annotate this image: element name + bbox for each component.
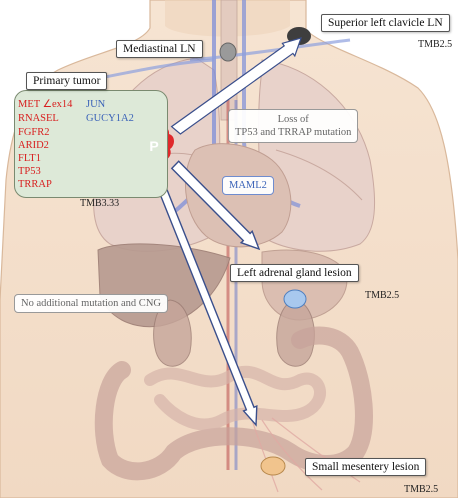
gene-arid2: ARID2 [18,140,49,151]
gene-trrap: TRRAP [18,179,52,190]
mediastinal-ln-label: Mediastinal LN [116,40,203,58]
gene-rnasel: RNASEL [18,113,59,124]
loss-mutation-note: Loss of TP53 and TRRAP mutation [228,109,358,143]
mesentery-lesion [261,457,285,475]
primary-tumor-label: Primary tumor [26,72,107,90]
mesentery-lesion-label: Small mesentery lesion [305,458,426,476]
gene-tp53: TP53 [18,166,41,177]
mediastinal-ln-node [220,43,236,61]
adrenal-lesion-label: Left adrenal gland lesion [230,264,359,282]
superior-clavicle-ln-label: Superior left clavicle LN [321,14,450,32]
gene-fgfr2: FGFR2 [18,127,50,138]
mesentery-tmb: TMB2.5 [404,484,438,495]
gene-gucy1a2: GUCY1A2 [86,113,134,124]
gene-jun: JUN [86,99,105,110]
gene-met-ex14: MET ∠ex14 [18,99,72,110]
adrenal-tmb: TMB2.5 [365,290,399,301]
maml2-note: MAML2 [222,176,274,195]
superior-tmb: TMB2.5 [418,39,452,50]
no-additional-note: No additional mutation and CNG [14,294,168,313]
primary-tmb: TMB3.33 [80,198,119,209]
loss-note-line1: Loss of [235,113,351,126]
loss-note-line2: TP53 and TRRAP mutation [235,126,351,139]
gene-flt1: FLT1 [18,153,41,164]
adrenal-lesion [284,290,306,308]
primary-tumor-symbol: P [141,137,167,155]
